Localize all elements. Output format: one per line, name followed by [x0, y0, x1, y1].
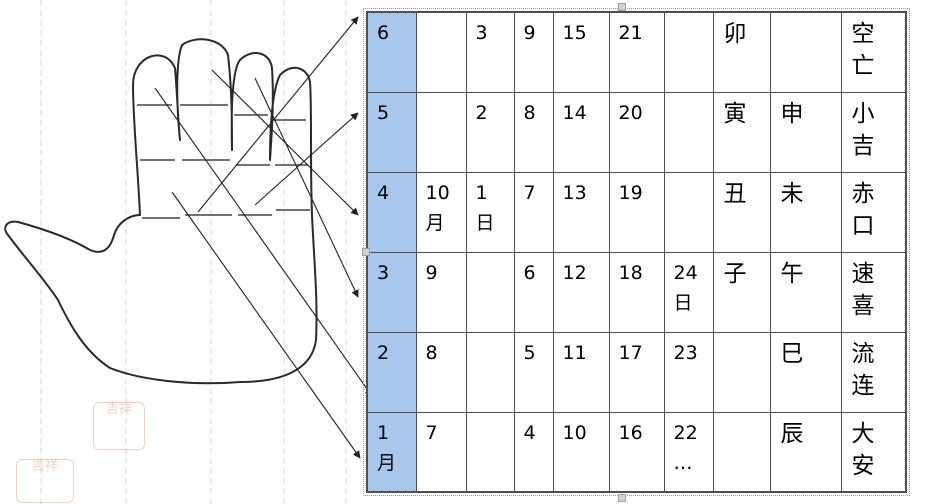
table-cell: 24 日: [663, 251, 714, 333]
table-cell: 6: [513, 251, 554, 333]
table-cell: [663, 11, 714, 93]
table-cell: 12: [552, 251, 610, 333]
table-cell: 午: [769, 251, 842, 333]
table-cell: 7: [513, 171, 554, 253]
month-cell: 5: [366, 91, 417, 173]
table-cell: 2: [465, 91, 515, 173]
table-cell: [465, 331, 515, 413]
table-cell: 9: [415, 251, 467, 333]
table-cell: 流 连: [840, 331, 907, 413]
seal-stamp: 吉祥: [16, 459, 74, 503]
table-cell: 4: [513, 411, 554, 493]
table-cell: 19: [608, 171, 665, 253]
table-cell: 1 日: [465, 171, 515, 253]
month-cell: 1 月: [366, 411, 417, 493]
finger-joint-lines: [137, 104, 310, 219]
hand-outline: [4, 38, 318, 385]
table-cell: [663, 91, 714, 173]
table-cell: [769, 11, 842, 93]
table-cell: 15: [552, 11, 610, 93]
table-cell: 14: [552, 91, 610, 173]
table-cell: 17: [608, 331, 665, 413]
table-cell: 赤 口: [840, 171, 907, 253]
table-cell: 大 安: [840, 411, 907, 493]
table-cell: [465, 251, 515, 333]
resize-handle-top[interactable]: [618, 3, 626, 11]
table-cell: 辰: [769, 411, 842, 493]
table-cell: 巳: [769, 331, 842, 413]
connector-arrows: [154, 16, 373, 459]
table-cell: 速 喜: [840, 251, 907, 333]
table-cell: 9: [513, 11, 554, 93]
table-cell: 3: [465, 11, 515, 93]
table-cell: [663, 171, 714, 253]
month-cell: 2: [366, 331, 417, 413]
table-cell: 子: [712, 251, 771, 333]
seal-text: 吉祥: [31, 459, 58, 474]
table-cell: [415, 11, 467, 93]
table-cell: 未: [769, 171, 842, 253]
seal-text: 吉祥: [105, 402, 132, 417]
table-cell: 21: [608, 11, 665, 93]
table-cell: 11: [552, 331, 610, 413]
table-cell: 5: [513, 331, 554, 413]
table-cell: [415, 91, 467, 173]
table-cell: 寅: [712, 91, 771, 173]
table-cell: 20: [608, 91, 665, 173]
table-cell: 申: [769, 91, 842, 173]
table-cell: 空 亡: [840, 11, 907, 93]
table-cell: [712, 331, 771, 413]
month-cell: 3: [366, 251, 417, 333]
table-cell: 22 …: [663, 411, 714, 493]
table-cell: 丑: [712, 171, 771, 253]
table-cell: 8: [513, 91, 554, 173]
table-cell: [712, 411, 771, 493]
month-cell: 6: [366, 11, 417, 93]
table-cell: 23: [663, 331, 714, 413]
table-cell: 18: [608, 251, 665, 333]
table-cell: 卯: [712, 11, 771, 93]
table-cell: 13: [552, 171, 610, 253]
table-cell: 小 吉: [840, 91, 907, 173]
table-cell: 16: [608, 411, 665, 493]
table-cell: [465, 411, 515, 493]
table-cell: 10 月: [415, 171, 467, 253]
table-cell: 8: [415, 331, 467, 413]
table-cell: 7: [415, 411, 467, 493]
month-cell: 4: [366, 171, 417, 253]
resize-handle-bottom[interactable]: [618, 494, 626, 502]
resize-handle-left[interactable]: [362, 248, 370, 256]
seal-stamp: 吉祥: [93, 402, 145, 450]
table-cell: 10: [552, 411, 610, 493]
